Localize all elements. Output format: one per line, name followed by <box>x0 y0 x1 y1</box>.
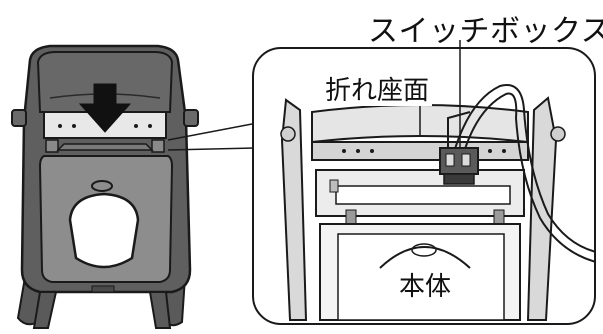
main-body-label: 本体 <box>396 266 455 303</box>
left-knob <box>11 109 27 127</box>
down-arrow-icon <box>78 83 132 133</box>
cable <box>453 84 594 253</box>
toilet-opening <box>68 192 140 269</box>
detail-drawing <box>280 84 594 321</box>
folding-seat-label: 折れ座面 <box>322 70 433 107</box>
switch-box-label: スイッチボックス <box>368 14 603 49</box>
right-knob <box>183 109 199 127</box>
backrest <box>36 51 174 113</box>
